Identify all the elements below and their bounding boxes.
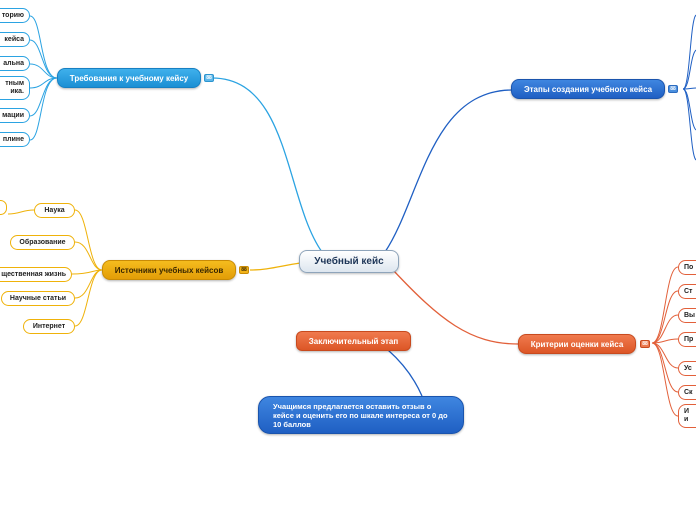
subtopic-label: Научные статьи [9, 295, 67, 302]
subtopic-requirements-6[interactable]: плине [0, 132, 30, 147]
final-stage-note-text: Учащимся предлагается оставить отзыв о к… [273, 402, 448, 429]
link-requirements [211, 77, 323, 253]
subtopic-label: И и [684, 408, 690, 423]
topic-sources-label: Источники учебных кейсов [114, 265, 224, 275]
subtopic-label: Ск [684, 389, 693, 396]
central-topic-label: Учебный кейс [314, 256, 384, 267]
subtopic-label: кейса [4, 36, 24, 43]
topic-stages[interactable]: Этапы создания учебного кейса [511, 79, 665, 99]
subtopic-sources-social-life[interactable]: щественная жизнь [0, 267, 72, 282]
subtopic-criteria-2[interactable]: Ст [678, 284, 696, 299]
subtopic-requirements-1[interactable]: торию [0, 8, 30, 23]
subtopic-requirements-4[interactable]: тным ика. [0, 76, 30, 100]
links-stages-sub [682, 14, 696, 161]
subtopic-sources-internet[interactable]: Интернет [23, 319, 75, 334]
links-requirements-sub [29, 15, 58, 141]
subtopic-sources-science[interactable]: Наука [34, 203, 75, 218]
topic-requirements-label: Требования к учебному кейсу [69, 73, 189, 83]
subtopic-label: мации [2, 112, 24, 119]
subtopic-sources-articles[interactable]: Научные статьи [1, 291, 75, 306]
links-sources-sub [7, 209, 103, 327]
subtopic-criteria-7[interactable]: И и [678, 404, 696, 428]
subtopic-label: Вы [684, 312, 696, 319]
subtopic-label: торию [1, 12, 24, 19]
topic-final-stage-label: Заключительный этап [308, 336, 399, 346]
link-stages [384, 89, 513, 253]
subtopic-label: Интернет [32, 323, 66, 330]
link-criteria [392, 269, 519, 345]
collapse-toggle-criteria[interactable]: 88 [640, 340, 650, 348]
link-sources [249, 262, 301, 271]
links-criteria-sub [651, 266, 679, 417]
subtopic-label: По [684, 264, 694, 271]
subtopic-label: Образование [19, 239, 66, 246]
subtopic-criteria-6[interactable]: Ск [678, 385, 696, 400]
subtopic-label: альна [3, 60, 24, 67]
topic-criteria[interactable]: Критерии оценки кейса [518, 334, 636, 354]
topic-requirements[interactable]: Требования к учебному кейсу [57, 68, 201, 88]
subtopic-criteria-5[interactable]: Ус [678, 361, 696, 376]
collapse-toggle-stages[interactable]: 88 [668, 85, 678, 93]
collapse-toggle-sources[interactable]: 88 [239, 266, 249, 274]
central-topic[interactable]: Учебный кейс [299, 250, 399, 273]
subtopic-label: щественная жизнь [1, 271, 66, 278]
subtopic-label: плине [2, 136, 24, 143]
topic-stages-label: Этапы создания учебного кейса [523, 84, 653, 94]
collapse-toggle-requirements[interactable]: 88 [204, 74, 214, 82]
topic-final-stage[interactable]: Заключительный этап [296, 331, 411, 351]
link-final-note [387, 349, 423, 397]
topic-criteria-label: Критерии оценки кейса [530, 339, 624, 349]
subtopic-label: Пр [684, 336, 694, 343]
topic-sources[interactable]: Источники учебных кейсов [102, 260, 236, 280]
subtopic-label: Ус [684, 365, 692, 372]
subtopic-label: Наука [44, 207, 65, 214]
subtopic-requirements-3[interactable]: альна [0, 56, 30, 71]
subtopic-criteria-1[interactable]: По [678, 260, 696, 275]
subtopic-label: Ст [684, 288, 693, 295]
subtopic-sources-education[interactable]: Образование [10, 235, 75, 250]
subtopic-requirements-5[interactable]: мации [0, 108, 30, 123]
subtopic-criteria-3[interactable]: Вы [678, 308, 696, 323]
subtopic-requirements-2[interactable]: кейса [0, 32, 30, 47]
subtopic-criteria-4[interactable]: Пр [678, 332, 696, 347]
final-stage-note[interactable]: Учащимся предлагается оставить отзыв о к… [258, 396, 464, 434]
subtopic-label: тным ика. [5, 80, 24, 95]
